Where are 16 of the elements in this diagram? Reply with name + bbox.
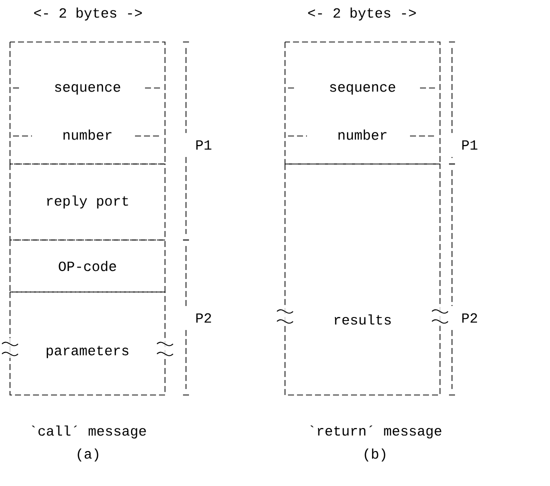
field-box: OP-code — [10, 240, 166, 292]
part-label: P2 — [460, 312, 479, 324]
part-label: P1 — [194, 139, 213, 151]
caption: (b) — [361, 447, 389, 462]
caption: (a) — [74, 447, 102, 462]
caption: `call´ message — [28, 424, 148, 440]
caption: `return´ message — [306, 424, 444, 440]
part-label: P1 — [460, 139, 479, 151]
field-box: reply port — [10, 164, 166, 240]
part-label: P2 — [194, 312, 213, 324]
field-box: parameters — [2, 292, 174, 396]
dimension-label: <- 2 bytes -> — [32, 6, 144, 22]
dimension-label: <- 2 bytes -> — [306, 6, 418, 22]
field-box: results — [276, 164, 448, 396]
field-box: sequence number — [10, 42, 166, 164]
field-box: sequence number — [284, 42, 440, 164]
